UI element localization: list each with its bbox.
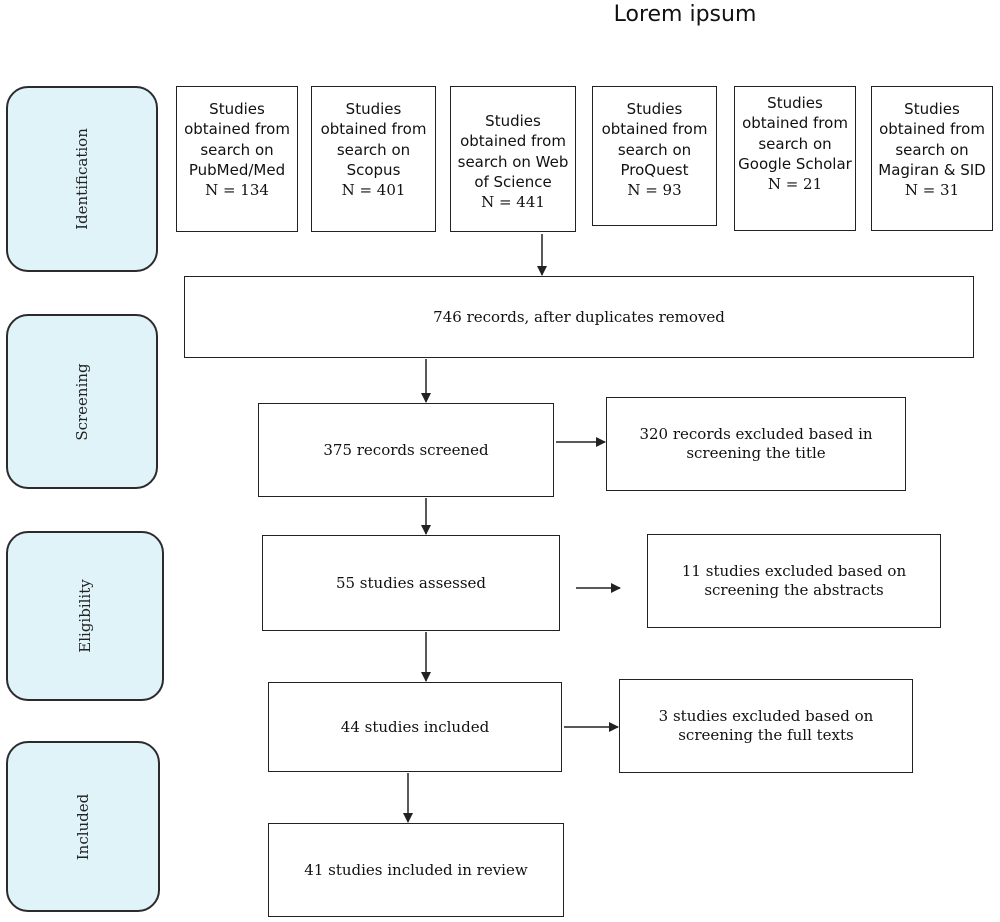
- excluded-full-texts-box: 3 studies excluded based on screening th…: [619, 679, 913, 773]
- source-count: N = 134: [205, 181, 269, 199]
- stage-screening: Screening: [6, 314, 158, 489]
- source-label: Studies obtained from search on Google S…: [738, 94, 852, 173]
- source-count: N = 31: [904, 181, 960, 199]
- stage-identification: Identification: [6, 86, 158, 272]
- source-label: Studies obtained from search on Web of S…: [457, 112, 569, 191]
- source-count: N = 21: [767, 175, 823, 193]
- source-count: N = 93: [627, 181, 682, 199]
- assessed-studies-box: 55 studies assessed: [262, 535, 560, 631]
- source-count: N = 401: [341, 181, 406, 199]
- stage-eligibility: Eligibility: [6, 531, 164, 701]
- source-label: Studies obtained from search on PubMed/M…: [184, 100, 290, 179]
- source-box-proquest: Studies obtained from search on ProQuest…: [592, 86, 717, 226]
- source-box-pubmed: Studies obtained from search on PubMed/M…: [176, 86, 298, 232]
- source-label: Studies obtained from search on ProQuest: [601, 100, 708, 179]
- screened-records-box: 375 records screened: [258, 403, 554, 497]
- deduplicated-records-box: 746 records, after duplicates removed: [184, 276, 974, 358]
- source-box-scopus: Studies obtained from search on Scopus N…: [311, 86, 436, 232]
- review-studies-box: 41 studies included in review: [268, 823, 564, 917]
- included-studies-box: 44 studies included: [268, 682, 562, 772]
- stage-included: Included: [6, 741, 160, 912]
- excluded-title-box: 320 records excluded based in screening …: [606, 397, 906, 491]
- diagram-title: Lorem ipsum: [613, 2, 757, 27]
- source-box-google-scholar: Studies obtained from search on Google S…: [734, 86, 856, 231]
- source-label: Studies obtained from search on Magiran …: [878, 100, 986, 179]
- source-count: N = 441: [481, 193, 545, 211]
- source-label: Studies obtained from search on Scopus: [320, 100, 427, 179]
- excluded-abstracts-box: 11 studies excluded based on screening t…: [647, 534, 941, 628]
- source-box-magiran-sid: Studies obtained from search on Magiran …: [871, 86, 993, 231]
- source-box-web-of-science: Studies obtained from search on Web of S…: [450, 86, 576, 232]
